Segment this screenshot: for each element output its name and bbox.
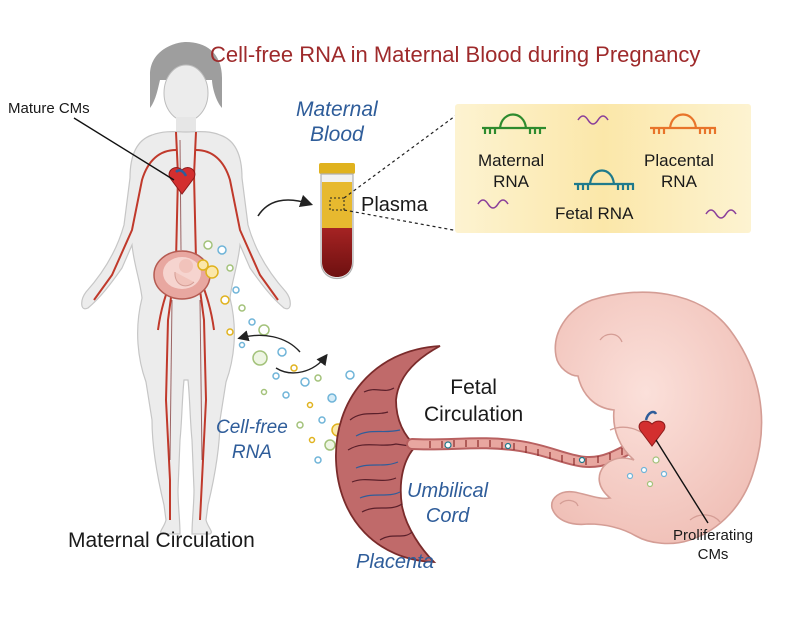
mature-cms-pointer (73, 117, 175, 181)
maternal-circulation-label: Maternal Circulation (68, 529, 255, 552)
proliferating-cms-pointer (655, 439, 709, 524)
plasma-zoom-panel (455, 104, 751, 233)
placental-rna-label: Placental RNA (644, 150, 714, 192)
fetal-rna-label: Fetal RNA (555, 204, 634, 223)
proliferating-cms-label: Proliferating CMs (673, 526, 753, 564)
maternal-rna-label: Maternal RNA (478, 150, 544, 192)
umbilical-cord-label: Umbilical Cord (407, 479, 488, 529)
plasma-label: Plasma (361, 194, 428, 216)
sample-arrow (257, 194, 314, 217)
maternal-rna-line-2: RNA (493, 172, 530, 191)
uterus-icon (153, 250, 211, 300)
zoom-lines (343, 107, 467, 233)
cell-free-rna-line-2: RNA (231, 442, 272, 463)
maternal-blood-label: Maternal Blood (296, 97, 378, 147)
cell-free-rna-label: Cell-free RNA (216, 415, 288, 465)
maternal-blood-line-2: Blood (309, 123, 364, 146)
umbilical-cord-line-1: Umbilical (407, 480, 489, 502)
exchange-arrows-icon (237, 330, 328, 374)
diagram-title: Cell-free RNA in Maternal Blood during P… (210, 42, 701, 67)
placental-rna-line-1: Placental (644, 151, 714, 170)
fetal-cfrna-particles (626, 456, 668, 488)
blood-tube-icon (319, 163, 355, 279)
mature-cms-label: Mature CMs (8, 100, 90, 117)
maternal-rna-line-1: Maternal (478, 151, 545, 170)
placenta-icon (335, 345, 441, 563)
rna-strand-icon (477, 113, 737, 219)
fetal-circulation-line-1: Fetal (450, 376, 497, 399)
fetal-heart-icon (638, 410, 666, 447)
proliferating-cms-line-1: Proliferating (673, 527, 754, 544)
placental-rna-line-2: RNA (661, 172, 697, 191)
fetal-circulation-label: Fetal Circulation (424, 374, 523, 428)
heart-icon (168, 167, 196, 195)
fetal-circulation-line-2: Circulation (424, 403, 524, 426)
cell-free-rna-line-1: Cell-free (216, 417, 288, 438)
fetus-icon (550, 291, 763, 545)
placenta-label: Placenta (356, 551, 434, 573)
umbilical-cord-line-2: Cord (425, 505, 470, 527)
proliferating-cms-line-2: CMs (697, 546, 729, 563)
maternal-blood-line-1: Maternal (296, 98, 378, 121)
